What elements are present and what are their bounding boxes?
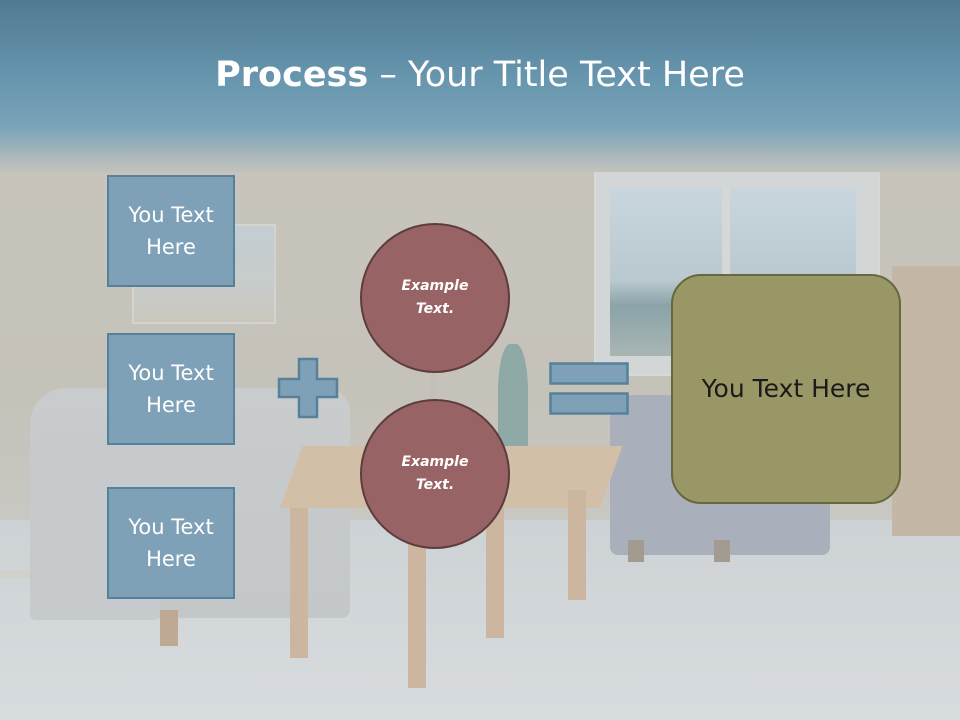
title-band [0, 0, 960, 175]
example-circle-1[interactable]: Example Text. [360, 223, 510, 373]
table-leg [290, 508, 308, 658]
slide-title[interactable]: Process – Your Title Text Here [0, 52, 960, 98]
table-leg [568, 490, 586, 600]
sofa-leg [160, 610, 178, 646]
example-circle-2[interactable]: Example Text. [360, 399, 510, 549]
result-label: You Text Here [701, 374, 871, 403]
circle-label: Example Text. [401, 454, 469, 493]
text-box-1[interactable]: You Text Here [107, 175, 235, 287]
window-mullion [722, 188, 730, 356]
table-leg [486, 508, 504, 638]
text-box-3[interactable]: You Text Here [107, 487, 235, 599]
text-box-label: You Text Here [128, 361, 214, 417]
room-cabinet [892, 266, 960, 536]
armchair-leg [628, 540, 644, 562]
title-rest-part: – Your Title Text Here [368, 55, 745, 95]
circle-label: Example Text. [401, 278, 469, 317]
equals-icon [549, 362, 629, 415]
text-box-label: You Text Here [128, 515, 214, 571]
text-box-2[interactable]: You Text Here [107, 333, 235, 445]
armchair-leg [714, 540, 730, 562]
result-box[interactable]: You Text Here [671, 274, 901, 504]
table-leg [408, 508, 426, 688]
text-box-label: You Text Here [128, 203, 214, 259]
plus-icon [277, 357, 339, 419]
title-bold-part: Process [215, 55, 369, 95]
